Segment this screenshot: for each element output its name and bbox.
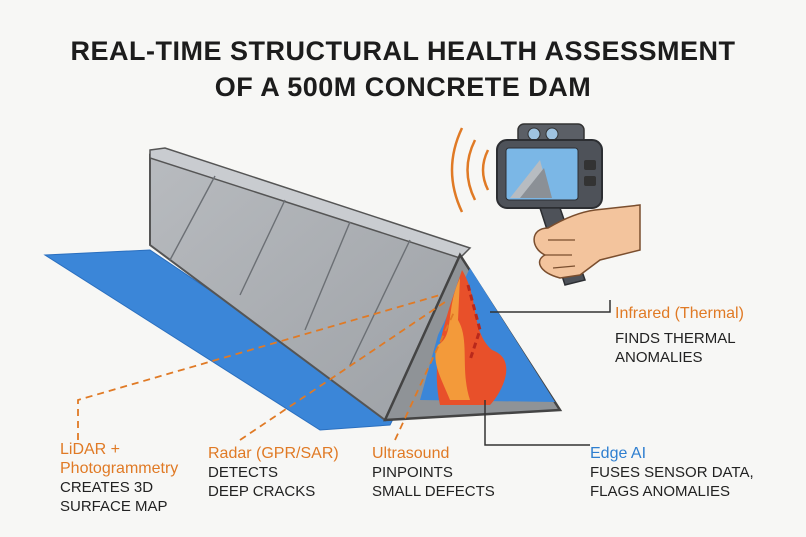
label-lidar: LiDAR + Photogrammetry CREATES 3D SURFAC… [60,440,210,516]
hand-icon [533,204,641,279]
radar-desc-line1: DETECTS [208,464,279,481]
edge-ai-heading: Edge AI [590,445,647,462]
radar-desc-line2: DEEP CRACKS [208,483,316,500]
label-ultrasound: Ultrasound PINPOINTS SMALL DEFECTS [372,444,522,501]
edge-ai-desc-line2: FLAGS ANOMALIES [590,483,731,500]
leader-lines [484,300,611,446]
label-infrared: Infrared (Thermal) FINDS THERMAL ANOMALI… [615,304,795,367]
label-radar: Radar (GPR/SAR) DETECTS DEEP CRACKS [208,444,368,501]
ultrasound-heading: Ultrasound [372,445,450,462]
page-title-line1: REAL-TIME STRUCTURAL HEALTH ASSESSMENT [70,36,736,66]
edge-ai-desc-line1: FUSES SENSOR DATA, [590,464,754,481]
ultrasound-desc-line1: PINPOINTS [372,464,453,481]
lidar-heading: LiDAR + Photogrammetry [60,441,179,477]
infrared-desc-line1: FINDS THERMAL [615,330,736,347]
lidar-desc-line1: CREATES 3D [60,479,154,496]
lidar-desc-line2: SURFACE MAP [60,498,168,515]
infrared-desc-line2: ANOMALIES [615,349,703,366]
radar-heading: Radar (GPR/SAR) [208,445,339,462]
page-title-line2: OF A 500M CONCRETE DAM [214,72,592,102]
dam-panel-joints [169,175,411,366]
label-edge-ai: Edge AI FUSES SENSOR DATA, FLAGS ANOMALI… [590,444,790,501]
crack-line [466,284,482,361]
thermal-warm-zone [435,278,470,400]
signal-waves-icon [450,127,490,213]
dam-crest [149,147,472,259]
ultrasound-desc-line2: SMALL DEFECTS [372,483,495,500]
sensor-callout-lines [77,294,456,441]
infrared-heading: Infrared (Thermal) [615,305,744,322]
